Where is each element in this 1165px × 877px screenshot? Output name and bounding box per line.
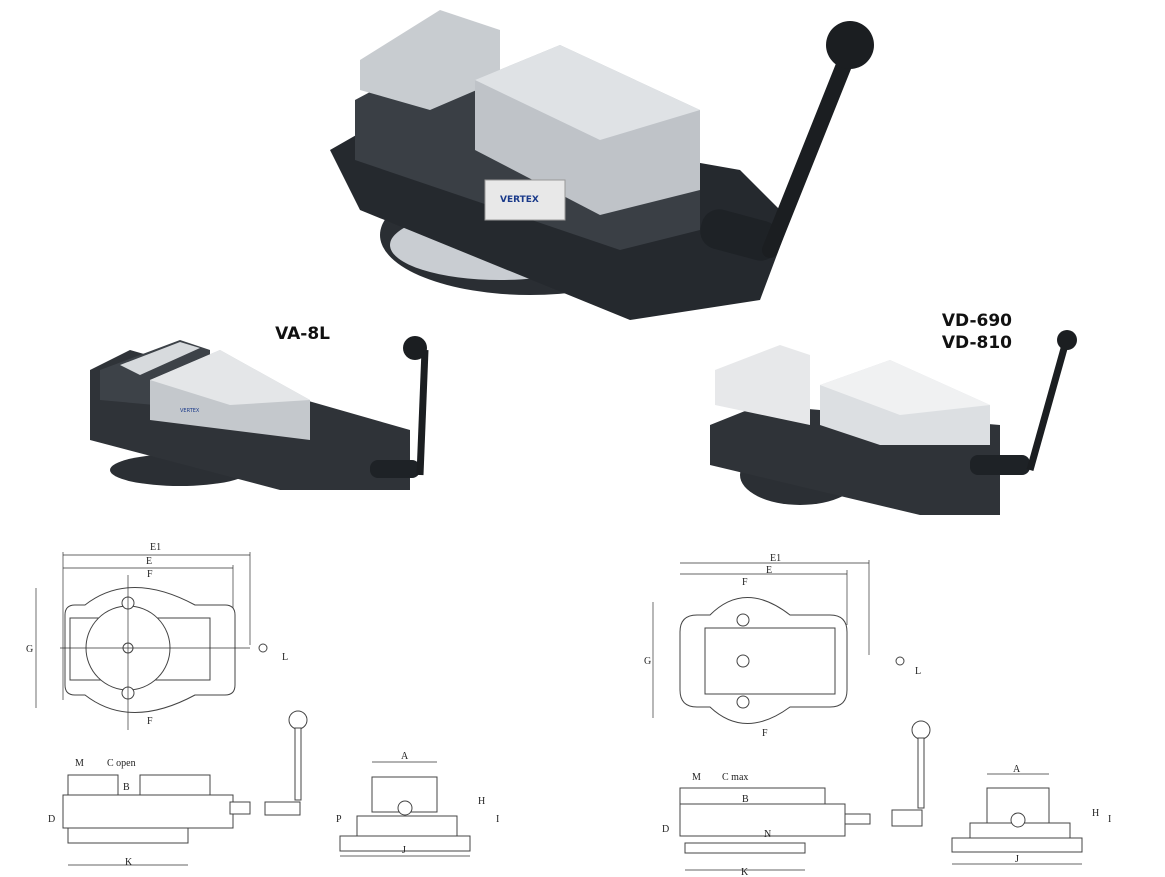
model-label-va-8l: VA-8L bbox=[275, 324, 330, 344]
dim-a: A bbox=[1013, 764, 1021, 775]
dim-h: H bbox=[478, 796, 485, 807]
model-labels-vd: VD-690 VD-810 bbox=[900, 310, 1012, 354]
dim-b: B bbox=[123, 782, 130, 793]
dim-g: G bbox=[26, 644, 33, 655]
dim-i: I bbox=[496, 814, 499, 825]
dim-d: D bbox=[662, 824, 669, 835]
dim-k: K bbox=[125, 857, 133, 868]
dim-e1: E1 bbox=[770, 553, 781, 564]
dim-p: P bbox=[336, 814, 342, 825]
vd-dimension-drawing: E1 E F F G L M C max B D N K A H I J bbox=[644, 553, 1111, 877]
dim-j: J bbox=[1015, 854, 1019, 865]
dim-m: M bbox=[692, 772, 701, 783]
dim-f-bottom: F bbox=[147, 716, 153, 727]
main-vise-badge: VERTEX bbox=[500, 195, 539, 205]
dim-d: D bbox=[48, 814, 55, 825]
dim-f-bottom: F bbox=[762, 728, 768, 739]
model-label-vd-810: VD-810 bbox=[941, 333, 1012, 353]
dim-e: E bbox=[146, 556, 152, 567]
dim-e: E bbox=[766, 565, 772, 576]
dim-k: K bbox=[741, 867, 749, 877]
va-8l-badge: VERTEX bbox=[180, 408, 200, 414]
dim-f-top: F bbox=[147, 569, 153, 580]
dim-c-open: C open bbox=[107, 758, 136, 769]
va-8l-dimension-drawing: E1 E F F G L M C open B D K A H I P J bbox=[26, 542, 499, 868]
dim-l: L bbox=[915, 666, 921, 677]
dim-e1: E1 bbox=[150, 542, 161, 553]
dim-c-max: C max bbox=[722, 772, 748, 783]
dim-m: M bbox=[75, 758, 84, 769]
dim-n: N bbox=[764, 829, 771, 840]
dim-g: G bbox=[644, 656, 651, 667]
dim-l: L bbox=[282, 652, 288, 663]
dim-f-top: F bbox=[742, 577, 748, 588]
va-8l-vise-photo: VERTEX bbox=[90, 336, 429, 490]
dim-b: B bbox=[742, 794, 749, 805]
vd-vise-photo bbox=[710, 330, 1077, 515]
dim-h: H bbox=[1092, 808, 1099, 819]
model-label-vd-690: VD-690 bbox=[941, 311, 1012, 331]
main-vise-photo: VERTEX bbox=[330, 10, 874, 320]
dim-a: A bbox=[401, 751, 409, 762]
dim-j: J bbox=[402, 845, 406, 856]
dim-i: I bbox=[1108, 814, 1111, 825]
